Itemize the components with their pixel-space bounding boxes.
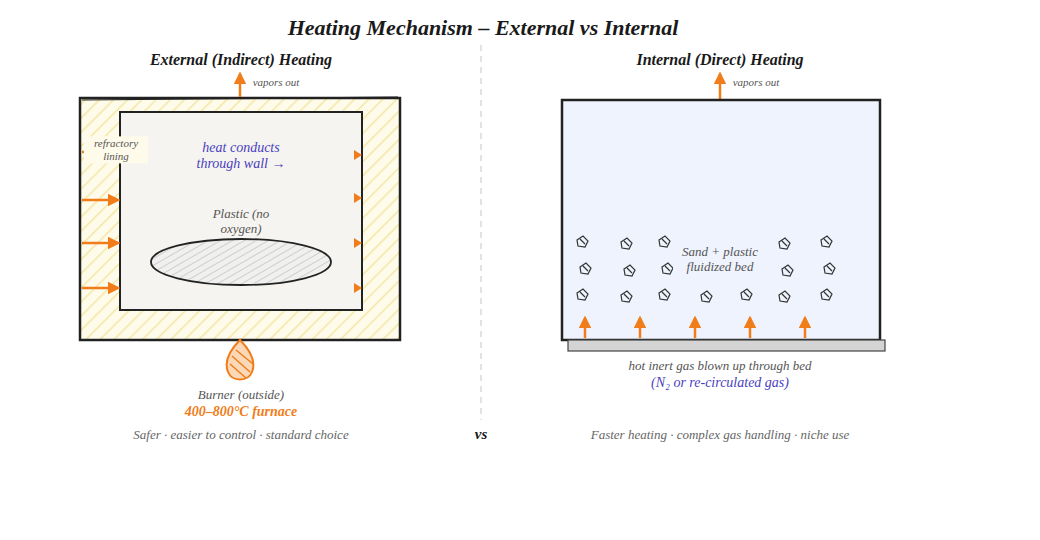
node-text: Plastic (no oxygen) [189,206,293,238]
divider [480,45,481,420]
sand-particle [821,289,832,300]
sand-particle [577,289,588,300]
gas-label: hot inert gas blown up through bed [629,359,812,374]
flow-note: vapors out [733,76,780,89]
sand-particle [621,238,632,249]
reactor-vessel [562,100,880,340]
sand-particle [824,263,835,274]
summary-note: Safer · easier to control · standard cho… [133,428,348,443]
flow-note: vapors out [253,76,300,89]
vapor-arrow [239,74,242,97]
summary-note: Faster heating · complex gas handling · … [591,428,850,443]
burner-label: Burner (outside) [198,388,284,403]
fluidized-bed-reactor: Sand + plastic fluidized bed [562,100,880,340]
sand-particle [741,289,752,300]
sand-particle [779,291,790,302]
sand-particle [624,265,635,276]
node-text: Sand + plastic fluidized bed [673,244,767,276]
versus-label: vs [475,426,488,443]
diagram-title: Heating Mechanism – External vs Internal [288,15,679,40]
gas-arrow [804,318,807,338]
reactor-chamber: heat conducts through wall → Plastic (no … [120,112,362,310]
sand-particle [580,263,591,274]
gas-arrow [694,318,697,338]
gas-arrows [585,318,805,338]
sand-particles [577,236,835,302]
gas-arrow [749,318,752,338]
gas-arrow [639,318,642,338]
sand-particle [577,236,588,247]
plastic-charge [151,239,331,285]
sand-particle [662,263,673,274]
vapor-arrow [719,74,722,99]
sand-particle [701,291,712,302]
heat-ticks [354,150,362,293]
sand-particle [821,236,832,247]
node-text: heat conducts through wall → [179,139,303,173]
sand-particle [782,265,793,276]
gas-distributor [568,340,885,351]
burner-flame [227,340,254,380]
heat-arrows [82,152,118,288]
gas-arrow [584,318,587,338]
node-text: refractory lining [84,136,148,163]
furnace-wall [80,98,400,340]
section-heading: Internal (Direct) Heating [636,51,803,69]
sand-particle [659,236,670,247]
sand-particle [621,291,632,302]
inner-chamber [120,112,362,310]
sand-particle [779,238,790,249]
sand-particle [659,289,670,300]
temperature-label: 400–800°C furnace [185,404,298,420]
gas-note: (N₂ or re-circulated gas) [651,375,789,391]
furnace-box: refractory liningheat conducts through w… [80,98,400,340]
section-heading: External (Indirect) Heating [150,51,332,69]
